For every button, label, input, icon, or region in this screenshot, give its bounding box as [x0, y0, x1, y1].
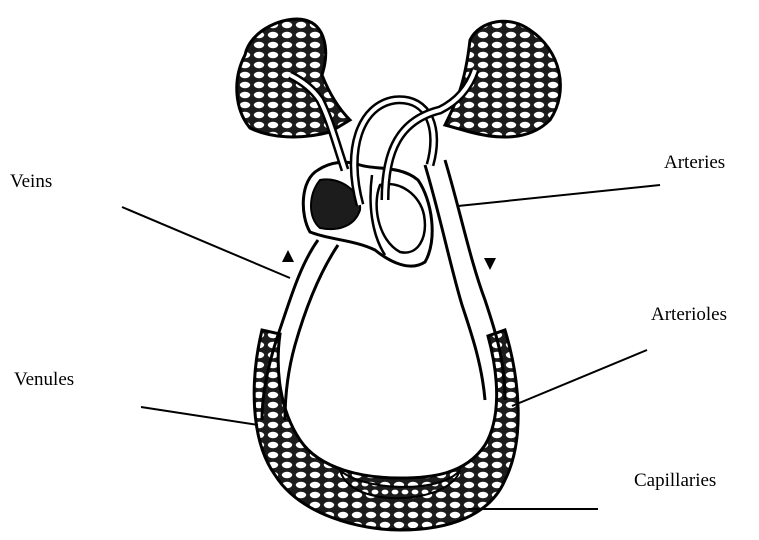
arterioles-label: Arterioles [651, 305, 727, 324]
venules-label: Venules [14, 370, 74, 389]
right-lung-capillary-network [445, 21, 560, 137]
arteries-pointer [458, 185, 660, 206]
venules-pointer [141, 407, 258, 425]
vein-vessel-inner [285, 245, 338, 420]
arteries-label: Arteries [664, 153, 725, 172]
veins-pointer [122, 207, 290, 278]
artery-flow-arrow-icon [484, 258, 496, 270]
arterioles-pointer [512, 350, 647, 406]
vein-flow-arrow-icon [282, 250, 294, 262]
veins-label: Veins [10, 172, 52, 191]
capillaries-label: Capillaries [634, 471, 716, 490]
